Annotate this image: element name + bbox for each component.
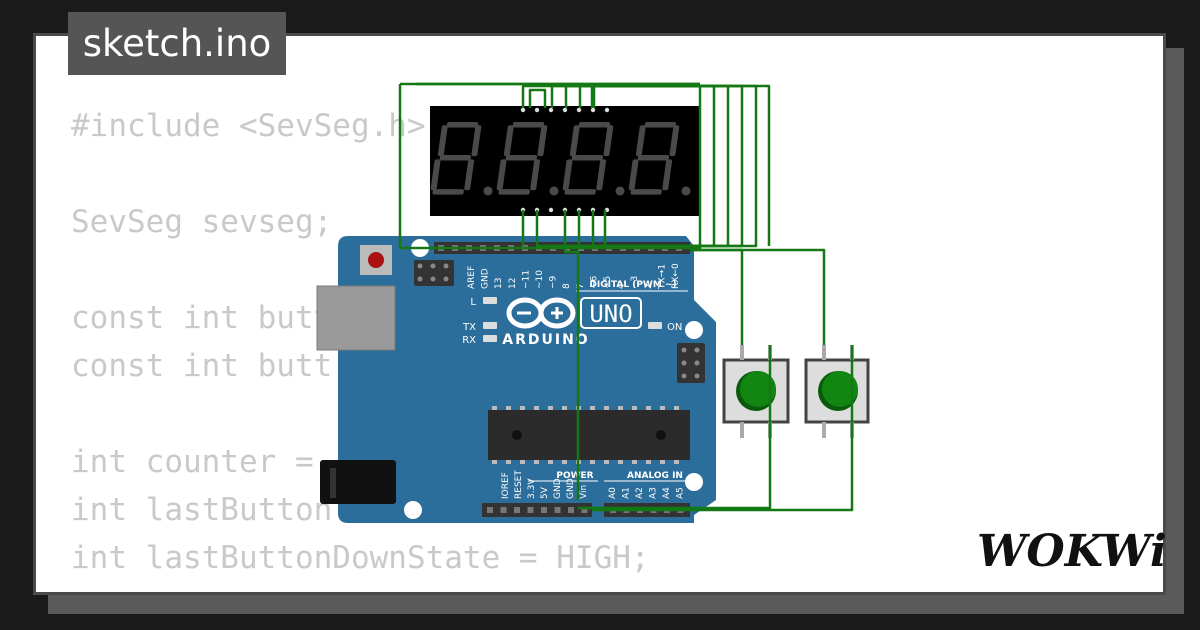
analog-pin-label-2: A1 — [622, 487, 632, 499]
led-l — [483, 297, 497, 304]
digital-pin-label-14: 2 — [644, 283, 654, 289]
power-pin-label-2: RESET — [514, 470, 524, 499]
power-pin-label-5: GND — [553, 478, 563, 499]
digital-pin-label-12: 4 — [617, 283, 627, 289]
digital-pin-label-1: AREF — [467, 266, 477, 289]
digital-header-label: DIGITAL (PWM ~) — [589, 280, 676, 290]
analog-pin-label-3: A2 — [635, 487, 645, 499]
sketch-filename-tab[interactable]: sketch.ino — [68, 12, 286, 75]
code-line-3: SevSeg sevseg; — [71, 204, 333, 240]
power-pin-label-6: GND — [566, 478, 576, 499]
digit-4 — [628, 122, 680, 195]
code-line-9: int lastButton — [71, 492, 333, 528]
digital-pin-label-8: 8 — [562, 283, 572, 289]
led-rx-label: RX — [462, 335, 476, 346]
model-label: UNO — [589, 300, 632, 328]
analog-pin-label-1: A0 — [608, 487, 618, 499]
led-on-label: ON — [667, 322, 682, 333]
brand-label: ARDUINO — [502, 332, 589, 348]
digital-pin-label-15: TX→1 — [657, 264, 667, 290]
seven-segment-display[interactable] — [430, 106, 700, 216]
digit-2 — [496, 122, 548, 195]
led-tx-label: TX — [462, 322, 476, 333]
code-line-6: const int butt — [71, 348, 333, 384]
code-line-8: int counter = — [71, 444, 333, 480]
digital-pin-label-16: RX←0 — [671, 263, 681, 289]
wires — [398, 82, 854, 512]
led-on — [648, 322, 662, 329]
wokwi-logo: WOKWi — [977, 526, 1167, 577]
led-tx — [483, 322, 497, 329]
digit-3 — [562, 122, 614, 195]
power-pin-label-3: 3.3V — [527, 478, 537, 499]
code-line-1: #include <SevSeg.h> — [71, 108, 426, 144]
usb-port — [316, 285, 396, 351]
digital-pin-label-2: GND — [481, 268, 491, 289]
digital-pin-label-9: 7 — [576, 283, 586, 289]
analog-header-label: ANALOG IN — [627, 471, 683, 481]
power-header-label: POWER — [556, 471, 593, 481]
digital-pin-label-3: 13 — [494, 278, 504, 289]
digital-pin-label-7: ~9 — [549, 275, 559, 289]
digital-pin-label-10: ~6 — [589, 275, 599, 289]
analog-pin-label-6: A5 — [676, 487, 686, 499]
digital-pin-label-6: ~10 — [535, 270, 545, 289]
analog-pin-label-4: A3 — [649, 487, 659, 499]
code-line-5: const int butt — [71, 300, 333, 336]
power-pin-label-1: IOREF — [501, 472, 511, 499]
led-l-label: L — [470, 297, 476, 308]
pushbutton-1[interactable] — [722, 358, 790, 424]
power-pin-label-7: Vin — [579, 485, 589, 499]
arduino-infinity-logo — [506, 297, 576, 329]
power-pin-label-4: 5V — [540, 486, 550, 499]
digital-pin-label-4: 12 — [508, 278, 518, 289]
display-digits — [430, 122, 691, 196]
digital-pin-label-5: ~11 — [521, 270, 531, 289]
led-rx — [483, 335, 497, 342]
pushbutton-2[interactable] — [804, 358, 870, 424]
digital-pin-label-11: ~5 — [603, 276, 613, 289]
analog-pin-label-5: A4 — [662, 487, 672, 499]
digital-pin-label-13: ~3 — [630, 276, 640, 289]
code-line-10: int lastButtonDownState = HIGH; — [71, 540, 650, 576]
digit-1 — [430, 122, 482, 195]
power-jack — [320, 460, 396, 504]
svg-text:WOKWi: WOKWi — [977, 526, 1167, 577]
